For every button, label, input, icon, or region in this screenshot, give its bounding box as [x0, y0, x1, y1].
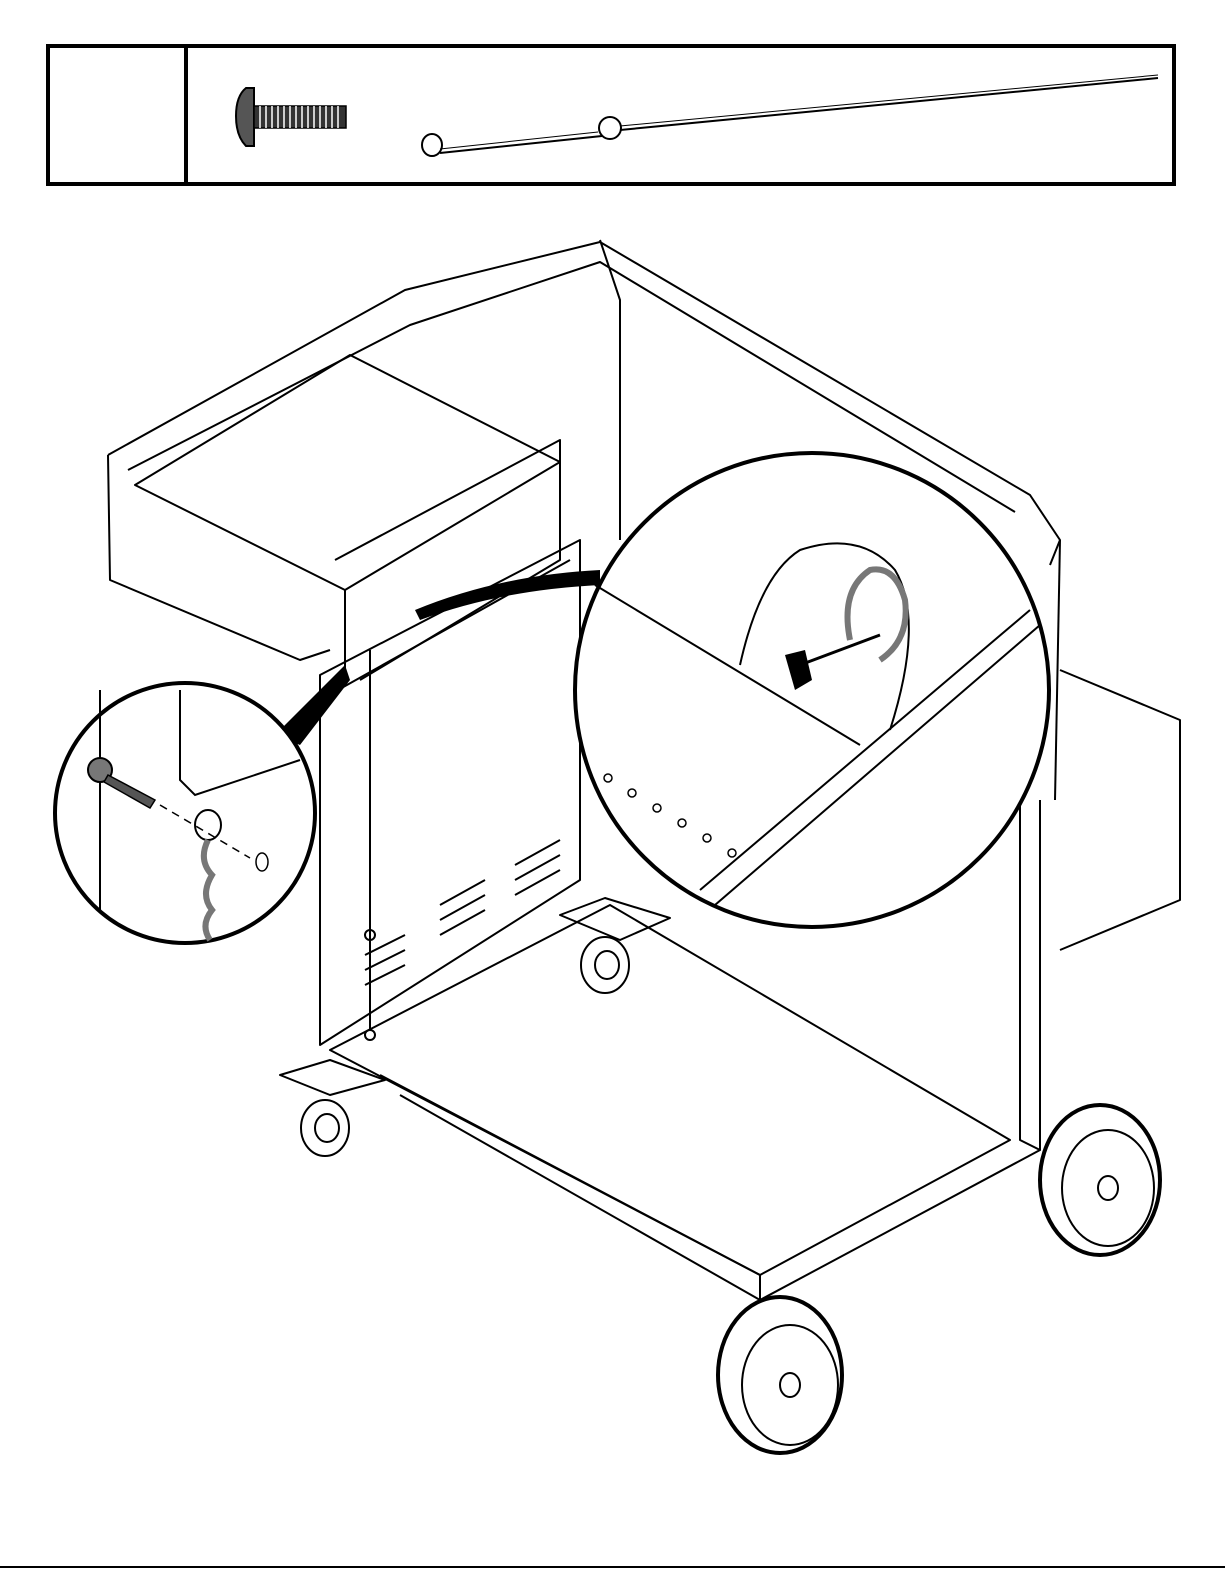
- callout-arrows: [275, 570, 600, 745]
- screw-detail-callout: [55, 683, 315, 943]
- storage-detail-callout: [575, 453, 1049, 927]
- caster-left: [280, 1060, 385, 1156]
- wheel-rear: [1040, 1105, 1160, 1255]
- vent-slots: [365, 840, 560, 985]
- caster-right: [560, 898, 670, 993]
- wheel-front: [718, 1297, 842, 1453]
- page-bottom-rule: [0, 1566, 1225, 1568]
